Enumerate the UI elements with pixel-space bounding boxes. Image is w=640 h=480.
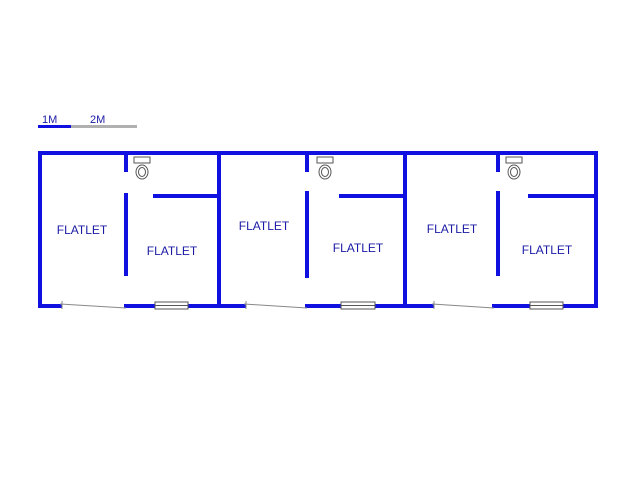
toilet-icon bbox=[133, 156, 151, 180]
doors bbox=[59, 301, 495, 309]
toilets bbox=[133, 156, 523, 180]
room-label-flatlet: FLATLET bbox=[239, 219, 290, 233]
scale-label-1m: 1M bbox=[42, 114, 57, 126]
scale-bar-light-segment bbox=[71, 125, 137, 128]
room-label-flatlet: FLATLET bbox=[333, 241, 384, 255]
toilet-seat bbox=[321, 167, 329, 177]
walls bbox=[38, 151, 598, 308]
toilet-cistern bbox=[316, 156, 334, 164]
scale-bar: 1M 2M bbox=[38, 114, 137, 128]
door bbox=[243, 303, 308, 309]
room-label-flatlet: FLATLET bbox=[57, 223, 108, 237]
toilet-seat bbox=[138, 167, 146, 177]
room-label-flatlet: FLATLET bbox=[147, 244, 198, 258]
scale-bar-dark-segment bbox=[38, 125, 71, 128]
toilet-seat bbox=[510, 167, 518, 177]
windows bbox=[154, 301, 564, 310]
room-label-flatlet: FLATLET bbox=[427, 222, 478, 236]
scale-label-2m: 2M bbox=[90, 114, 105, 126]
toilet-icon bbox=[316, 156, 334, 180]
toilet-cistern bbox=[505, 156, 523, 164]
toilet-icon bbox=[505, 156, 523, 180]
room-labels: FLATLET FLATLET FLATLET FLATLET FLATLET … bbox=[57, 219, 573, 258]
door bbox=[431, 303, 495, 309]
door bbox=[59, 303, 127, 309]
room-label-flatlet: FLATLET bbox=[522, 243, 573, 257]
toilet-cistern bbox=[133, 156, 151, 164]
